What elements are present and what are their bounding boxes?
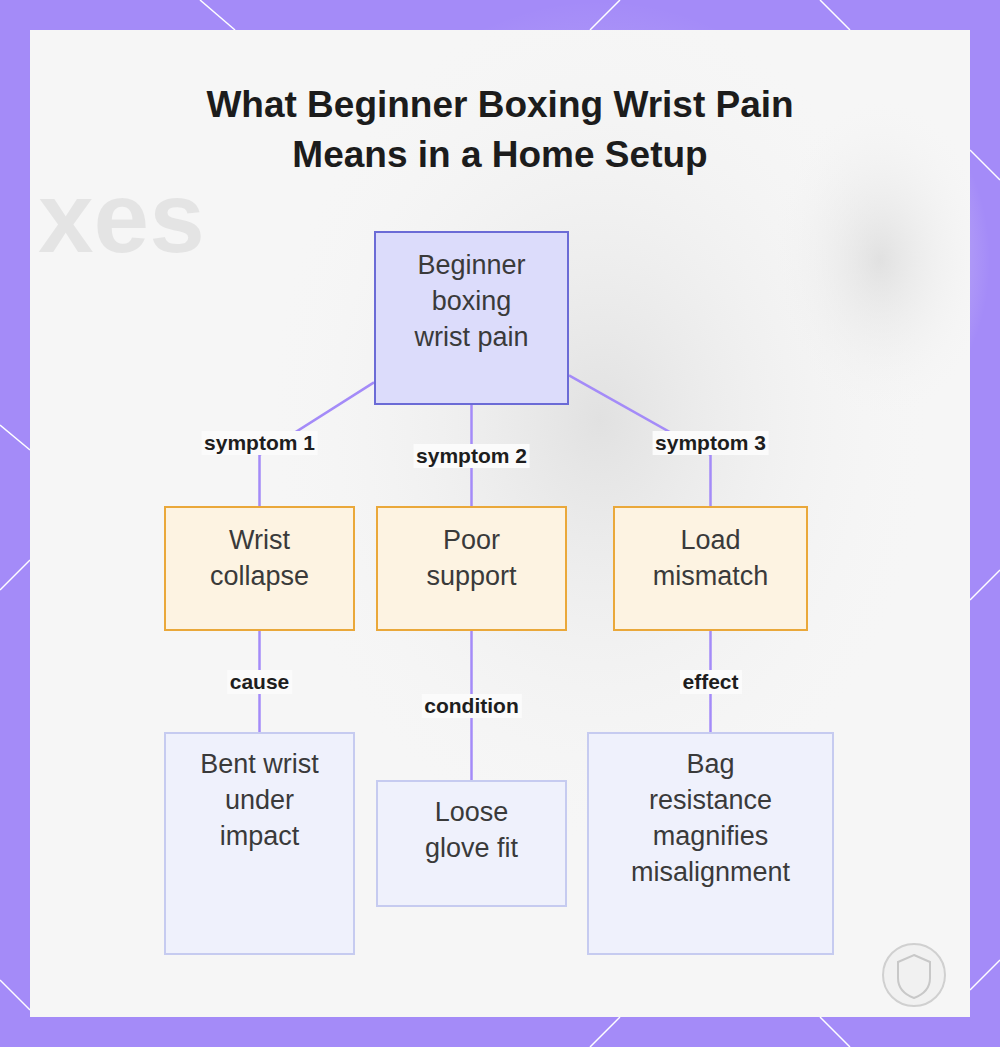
node-text: Loose glove fit — [405, 794, 538, 866]
edge-label: symptom 2 — [413, 444, 530, 468]
node-text: Load mismatch — [642, 522, 779, 594]
symptom-box: Poor support — [376, 506, 567, 631]
node-text: Wrist collapse — [193, 522, 326, 594]
node-text: Poor support — [405, 522, 538, 594]
watermark: xes — [38, 160, 205, 275]
symptom-box: Load mismatch — [613, 506, 808, 631]
edge-label: symptom 1 — [201, 431, 318, 455]
edge-label: cause — [227, 670, 293, 694]
edge-label: condition — [421, 694, 521, 718]
logo-badge — [883, 944, 945, 1006]
edge-label: symptom 3 — [652, 431, 769, 455]
symptom-box: Wrist collapse — [164, 506, 355, 631]
detail-box: Loose glove fit — [376, 780, 567, 907]
node-text: Bent wrist under impact — [193, 746, 326, 854]
edge-label: effect — [679, 670, 741, 694]
background-blur — [770, 100, 990, 420]
detail-box: Bent wrist under impact — [164, 732, 355, 955]
node-text: Beginner boxing wrist pain — [403, 247, 540, 355]
diagram-title: What Beginner Boxing Wrist Pain Means in… — [170, 80, 830, 180]
root-box: Beginner boxing wrist pain — [374, 231, 569, 405]
detail-box: Bag resistance magnifies misalignment — [587, 732, 834, 955]
node-text: Bag resistance magnifies misalignment — [627, 746, 794, 890]
